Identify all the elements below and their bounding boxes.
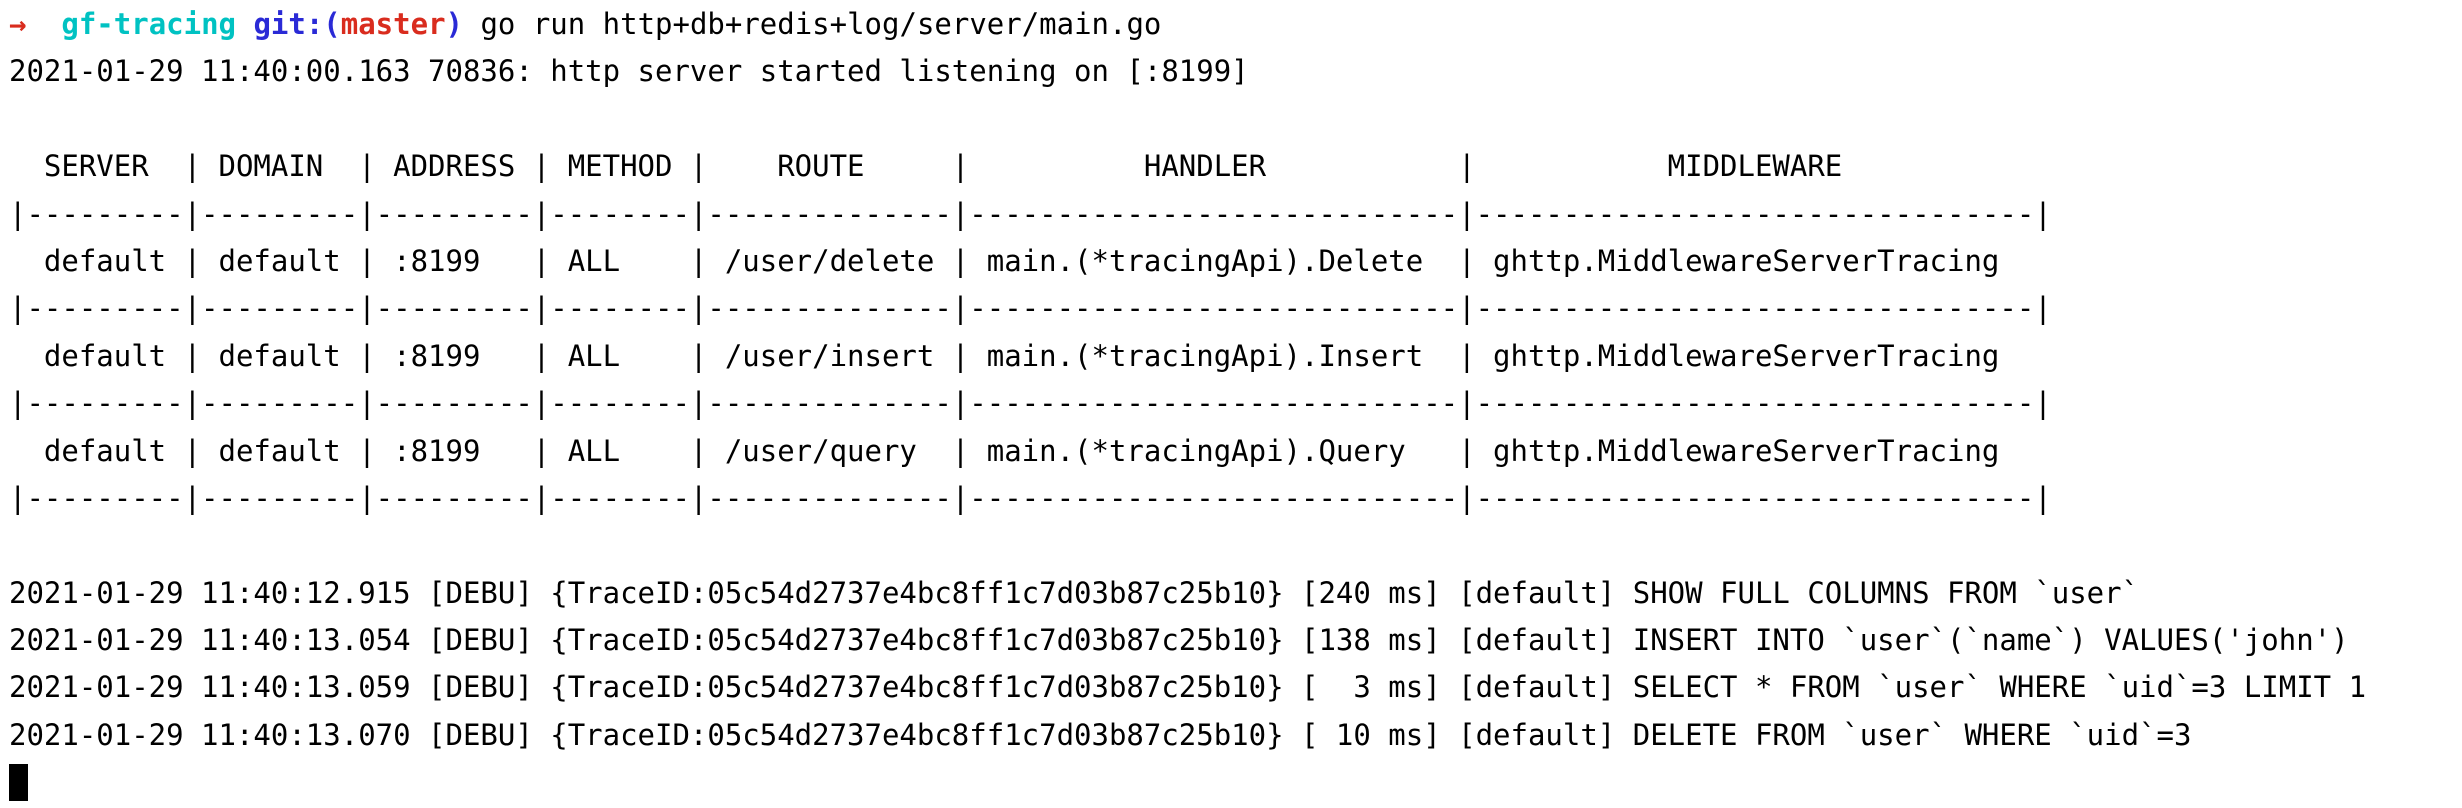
route-table-separator: |---------|---------|---------|--------|… <box>9 291 2052 326</box>
cursor-line <box>9 759 2462 806</box>
git-prefix: git:( <box>253 7 341 41</box>
blank-line <box>9 522 2462 569</box>
server-startup-log: 2021-01-29 11:40:00.163 70836: http serv… <box>9 54 1249 89</box>
route-table-separator: |---------|---------|---------|--------|… <box>9 386 2052 421</box>
route-table-header: SERVER | DOMAIN | ADDRESS | METHOD | ROU… <box>9 149 1843 184</box>
sql-log-line: 2021-01-29 11:40:13.054 [DEBU] {TraceID:… <box>9 623 2349 658</box>
shell-prompt-line: → gf-tracing git:(master) go run http+db… <box>9 1 2462 48</box>
typed-command: go run http+db+redis+log/server/main.go <box>480 7 1162 41</box>
terminal-block-cursor <box>9 763 28 801</box>
blank-line <box>9 96 2462 143</box>
sql-log-line: 2021-01-29 11:40:13.070 [DEBU] {TraceID:… <box>9 717 2192 752</box>
route-table-row: default | default | :8199 | ALL | /user/… <box>9 433 2000 468</box>
route-table-separator: |---------|---------|---------|--------|… <box>9 480 2052 515</box>
route-table-row: default | default | :8199 | ALL | /user/… <box>9 338 2000 373</box>
route-table-separator: |---------|---------|---------|--------|… <box>9 196 2052 231</box>
route-table-row: default | default | :8199 | ALL | /user/… <box>9 243 2000 278</box>
prompt-arrow-icon: → <box>9 7 62 41</box>
prompt-cwd: gf-tracing <box>61 7 254 41</box>
git-suffix: ) <box>445 7 481 41</box>
sql-log-line: 2021-01-29 11:40:13.059 [DEBU] {TraceID:… <box>9 670 2367 705</box>
sql-log-line: 2021-01-29 11:40:12.915 [DEBU] {TraceID:… <box>9 575 2140 610</box>
git-branch: master <box>340 7 446 41</box>
